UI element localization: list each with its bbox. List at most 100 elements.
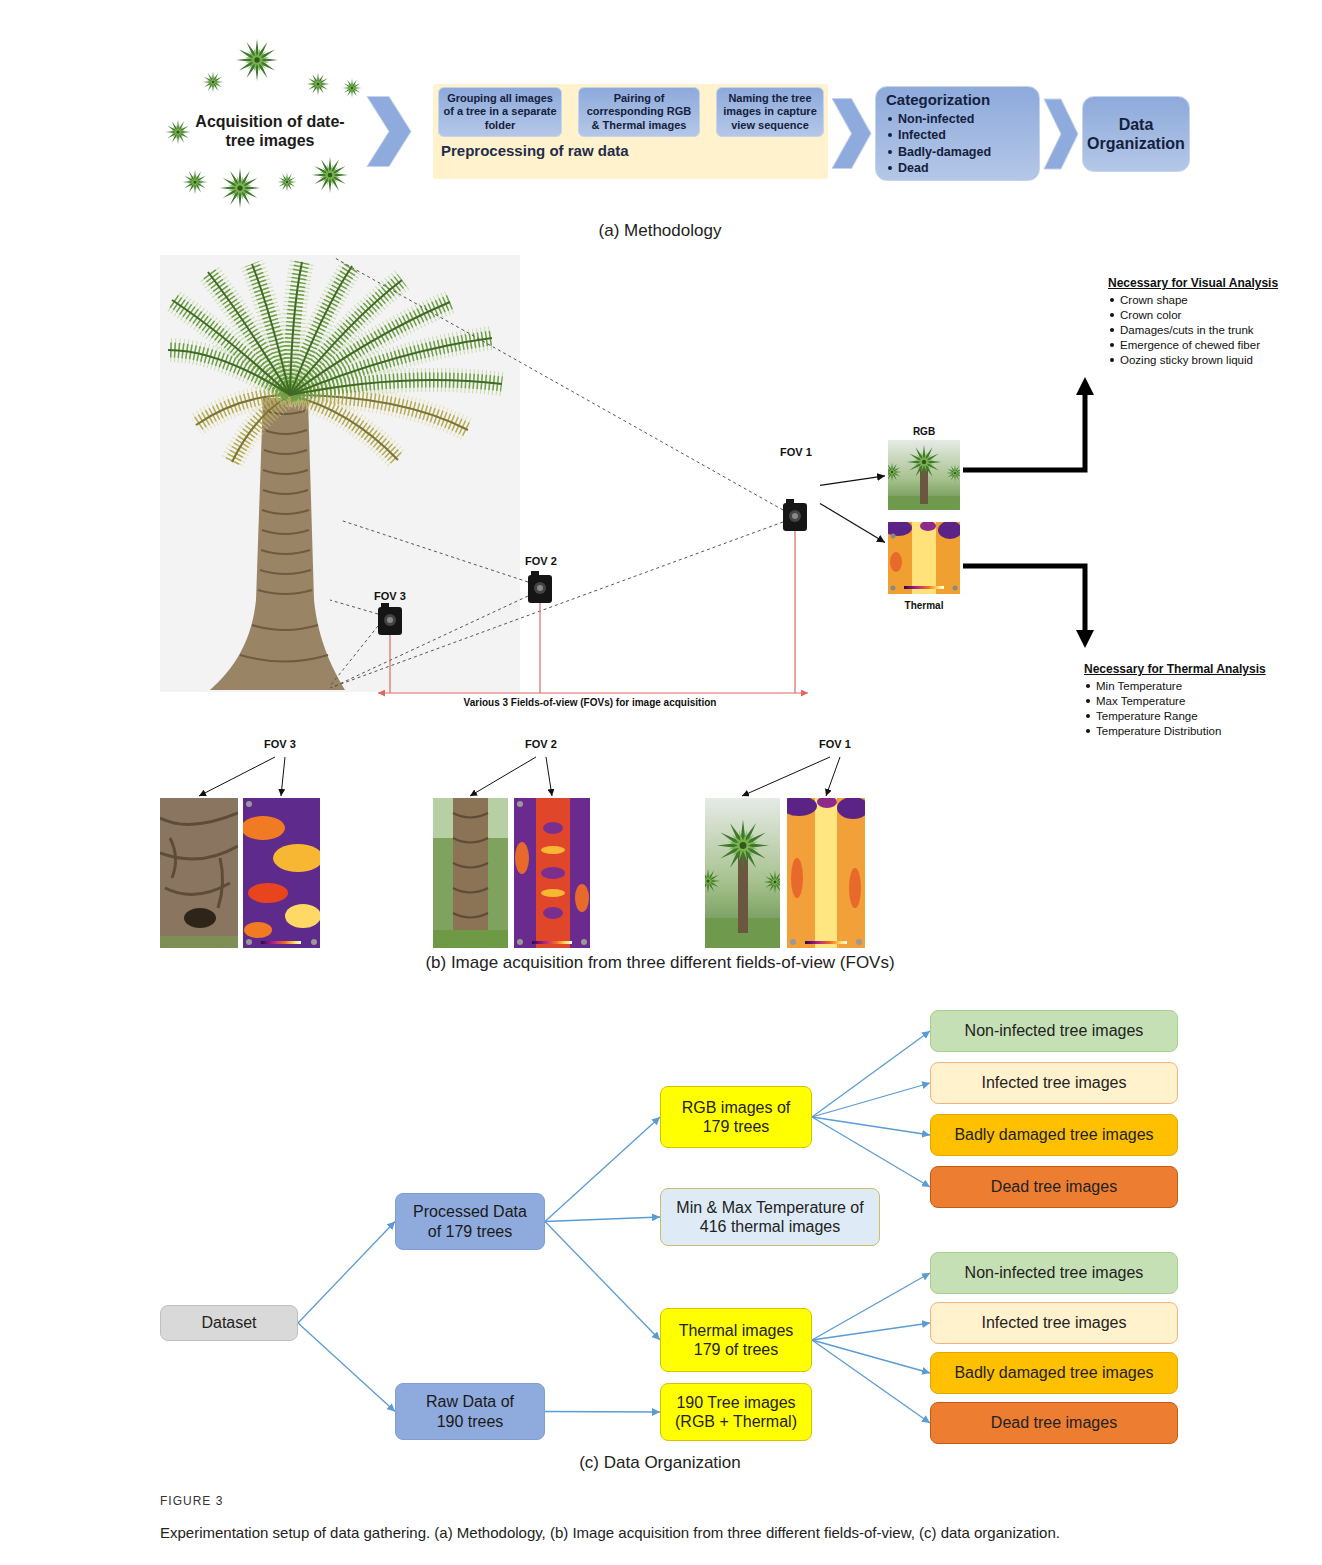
process-box: Naming the tree images in capture view s…: [716, 87, 824, 137]
tree-connector: [545, 1117, 660, 1222]
dimension-line: [539, 603, 540, 693]
view-line: [330, 258, 783, 688]
thermal-photo: [815, 798, 837, 948]
thermal-photo: [575, 884, 589, 912]
palm-tree-illustration: [196, 395, 468, 462]
dimension-line: [794, 531, 795, 693]
view-line: [330, 522, 783, 688]
bullet-dot: [888, 150, 892, 154]
rgb-photo: [160, 798, 238, 948]
palm-tree-illustration: [168, 262, 502, 395]
bullet-row: Temperature Distribution: [1084, 724, 1280, 739]
thermal-photo: [541, 889, 565, 897]
tree-connector: [545, 1411, 660, 1413]
label-box: Various 3 Fields-of-view (FOVs) for imag…: [390, 697, 790, 709]
thermal-photo: [787, 798, 865, 948]
rgb-photo: [184, 908, 216, 928]
bullet-row: Dead: [886, 160, 1029, 176]
list-heading: Necessary for Thermal Analysis: [1084, 662, 1280, 676]
label-box: FOV 3: [255, 738, 305, 751]
analysis-arrow: [963, 566, 1085, 630]
rgb-photo: [160, 813, 238, 824]
view-label: FOV 2: [525, 738, 557, 750]
data-box: Raw Data of 190 trees: [395, 1383, 545, 1440]
tree-connector: [812, 1117, 930, 1135]
bullet-text: Dead: [898, 160, 929, 176]
dataset-box: Dataset: [160, 1305, 298, 1341]
node-text: Dataset: [167, 1313, 291, 1332]
tree-connector: [812, 1273, 930, 1340]
view-label: FOV 1: [819, 738, 851, 750]
leader-line: [470, 757, 536, 796]
thermal-photo: [856, 939, 862, 945]
camera-icon: [378, 607, 402, 635]
thermal-photo: [781, 796, 869, 948]
rgb-photo: [453, 798, 488, 948]
thermal-photo: [884, 520, 962, 594]
view-line: [335, 258, 783, 510]
node-text: Non-infected tree images: [939, 1263, 1169, 1282]
rgb-photo: [696, 798, 787, 948]
category-box: Non-infected tree images: [930, 1010, 1178, 1052]
leader-line: [199, 757, 840, 796]
node-text: Infected tree images: [939, 1313, 1169, 1332]
bullet-text: Badly-damaged: [898, 144, 991, 160]
thermal-photo: [517, 801, 523, 807]
leader-line: [199, 757, 275, 796]
bullet-dot: [1086, 714, 1090, 718]
palm-tree-illustration: [260, 570, 311, 574]
palm-tree-illustration: [210, 398, 345, 690]
bullet-dot: [1086, 699, 1090, 703]
node-text: Dead tree images: [939, 1177, 1169, 1196]
thermal-photo: [514, 798, 590, 948]
bullet-text: Non-infected: [898, 111, 974, 127]
label-box: FOV 3: [365, 590, 415, 603]
bullet-text: Crown shape: [1120, 293, 1188, 308]
thermal-photo: [837, 797, 869, 819]
tree-connector: [812, 1117, 930, 1187]
thermal-photo: [849, 868, 861, 908]
bullet-row: Oozing sticky brown liquid: [1108, 353, 1304, 368]
bullet-text: Oozing sticky brown liquid: [1120, 353, 1253, 368]
rgb-photo: [946, 464, 963, 481]
dimension-line: [389, 635, 390, 693]
bullet-text: Temperature Distribution: [1096, 724, 1221, 739]
palm-tree-illustration: [264, 430, 307, 434]
camera-icon: [531, 571, 539, 576]
palm-tree-illustration: [264, 450, 307, 454]
rgb-photo: [696, 869, 721, 894]
thermal-photo: [273, 844, 323, 872]
category-box: Infected tree images: [930, 1302, 1178, 1344]
thermal-photo: [246, 939, 252, 945]
tree-connector: [812, 1031, 930, 1117]
node-text: FOV 1: [772, 446, 820, 459]
rgb-photo: [453, 813, 488, 918]
thermal-photo: [781, 796, 817, 816]
thermal-photo: [246, 801, 252, 807]
analysis-arrow: [963, 395, 1085, 470]
bullet-dot: [1110, 313, 1114, 317]
rgb-photo: [160, 798, 238, 948]
category-box: Dead tree images: [930, 1402, 1178, 1444]
panel-caption: (c) Data Organization: [579, 1453, 741, 1472]
process-box: Pairing of corresponding RGB & Thermal i…: [578, 87, 700, 137]
thermal-photo: [891, 534, 896, 539]
category-box: CategorizationNon-infectedInfectedBadly-…: [875, 86, 1040, 181]
bullet-row: Damages/cuts in the trunk: [1108, 323, 1304, 338]
node-text: Thermal images 179 of trees: [669, 1321, 803, 1359]
thermal-photo: [241, 798, 323, 948]
chevron-arrow: [367, 97, 411, 167]
data-box: RGB images of 179 trees: [660, 1086, 812, 1148]
tree-connector: [812, 1323, 930, 1340]
bullet-row: Max Temperature: [1084, 694, 1280, 709]
camera-icon: [387, 617, 393, 623]
rgb-photo: [717, 819, 769, 871]
category-box: Dead tree images: [930, 1166, 1178, 1208]
rgb-photo: [453, 888, 488, 893]
tree-connector: [812, 1083, 930, 1117]
bullet-dot: [1110, 328, 1114, 332]
thermal-photo: [805, 941, 847, 944]
category-box: Non-infected tree images: [930, 1252, 1178, 1294]
node-text: Data Organization: [1087, 115, 1185, 153]
